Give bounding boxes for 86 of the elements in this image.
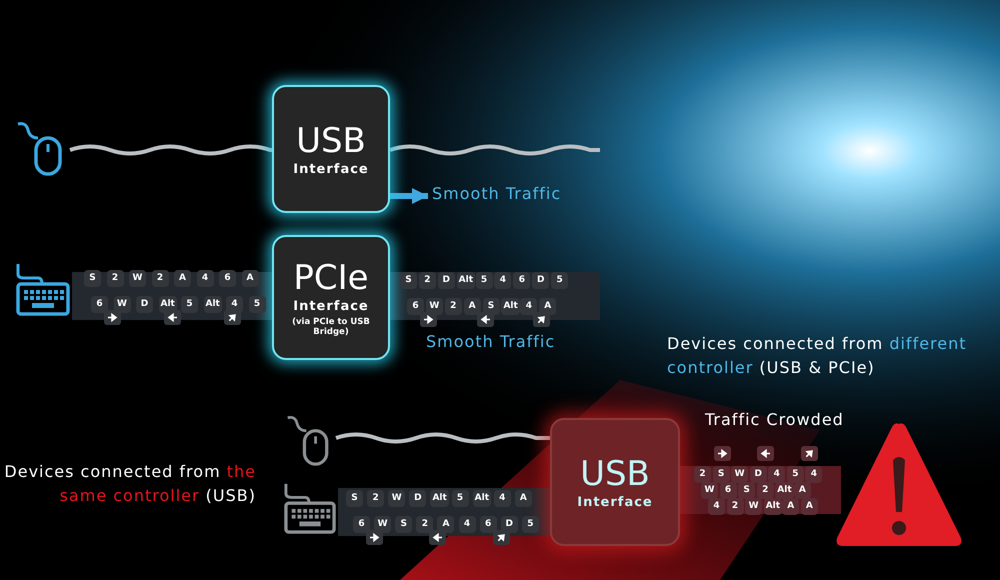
chip-title: PCIe	[293, 258, 369, 296]
keycap: W	[745, 498, 762, 515]
keycap: D	[750, 466, 767, 483]
keycap: Alt	[456, 272, 476, 289]
keycap: 5	[786, 466, 804, 483]
keycap: 5	[181, 296, 198, 313]
interface-chip-box	[272, 85, 390, 213]
interface-chip-box	[550, 418, 680, 546]
traffic-label: Traffic Crowded	[705, 410, 844, 429]
keycap: S	[84, 270, 101, 287]
keycap: 6	[219, 270, 236, 287]
keycap: Alt	[204, 296, 222, 313]
keycap: 2	[418, 272, 436, 289]
keycap: 6	[720, 482, 737, 499]
keycap: 2	[756, 482, 774, 499]
keycap: 4	[494, 272, 512, 289]
interface-chip-box	[272, 235, 390, 360]
cable-line	[69, 144, 272, 156]
caption-text: Devices connected from different controller (USB & PCIe)	[667, 333, 968, 379]
traffic-label: Smooth Traffic	[426, 332, 556, 351]
keycap: 2	[444, 298, 462, 315]
keycap: A	[794, 482, 811, 499]
keycap: 5	[452, 490, 469, 507]
keycap: S	[346, 490, 363, 507]
keycap: A	[464, 298, 481, 315]
keycap: Alt	[775, 482, 794, 499]
cable-line	[335, 432, 550, 444]
keycap: 6	[513, 272, 530, 289]
chip-title: USB	[296, 122, 366, 160]
keycap: S	[395, 516, 412, 533]
keyboard-icon	[282, 482, 338, 534]
keycap: 2	[106, 270, 124, 287]
keycap: 4	[458, 516, 476, 533]
keycap: A	[514, 490, 532, 507]
keycap: 5	[248, 296, 266, 313]
keycap: 5	[476, 272, 493, 289]
keycap: 2	[152, 270, 168, 287]
keyboard-icon	[14, 262, 72, 316]
keycap: 6	[91, 296, 108, 313]
keycap: D	[438, 272, 455, 289]
keycap: 5	[551, 272, 568, 289]
keycap: W	[731, 466, 748, 483]
keycap: A	[242, 270, 258, 287]
keystroke-stream-band	[390, 272, 600, 320]
chip-note: (via PCIe to USB Bridge)	[291, 316, 371, 336]
keycap: Alt	[501, 298, 520, 315]
keycap: 6	[480, 516, 497, 533]
arrow	[390, 188, 428, 204]
traffic-label: Smooth Traffic	[432, 184, 562, 203]
keycap: 2	[367, 490, 384, 507]
keycap: S	[400, 272, 417, 289]
keycap: Alt	[430, 490, 449, 507]
chip-subtitle: Interface	[293, 162, 369, 176]
keycap: 5	[522, 516, 539, 533]
cable-line	[389, 144, 600, 156]
keycap: S	[712, 466, 730, 483]
keycap: Alt	[472, 490, 492, 507]
keycap: D	[532, 272, 550, 289]
keycap: 6	[353, 516, 370, 533]
keycap: 4	[520, 298, 538, 315]
keycap: W	[388, 490, 406, 507]
keystroke-stream-band	[72, 272, 272, 320]
keycap: D	[136, 296, 153, 313]
keycap: A	[782, 498, 800, 515]
keycap: 2	[726, 498, 744, 515]
keycap: 4	[196, 270, 214, 287]
keystroke-stream-band	[680, 466, 841, 514]
keycap: 6	[407, 298, 424, 315]
keycap: W	[701, 482, 718, 499]
keycap: D	[409, 490, 426, 507]
keycap: A	[800, 498, 818, 515]
keycap: 4	[805, 466, 822, 483]
keycap: 4	[494, 490, 511, 507]
keycap: 2	[416, 516, 434, 533]
chip-subtitle: Interface	[577, 494, 653, 510]
chip-subtitle: Interface	[293, 298, 369, 314]
keycap: S	[738, 482, 756, 499]
keycap: 4	[768, 466, 786, 483]
chip-title: USB	[580, 454, 650, 492]
caption-text: Devices connected from the same controller (USB)	[3, 461, 256, 507]
keystroke-stream-band	[338, 488, 550, 536]
keycap: 4	[708, 498, 725, 515]
keycap: 2	[694, 466, 711, 483]
keycap: W	[129, 270, 146, 287]
keycap: A	[174, 270, 191, 287]
keycap: Alt	[764, 498, 782, 515]
